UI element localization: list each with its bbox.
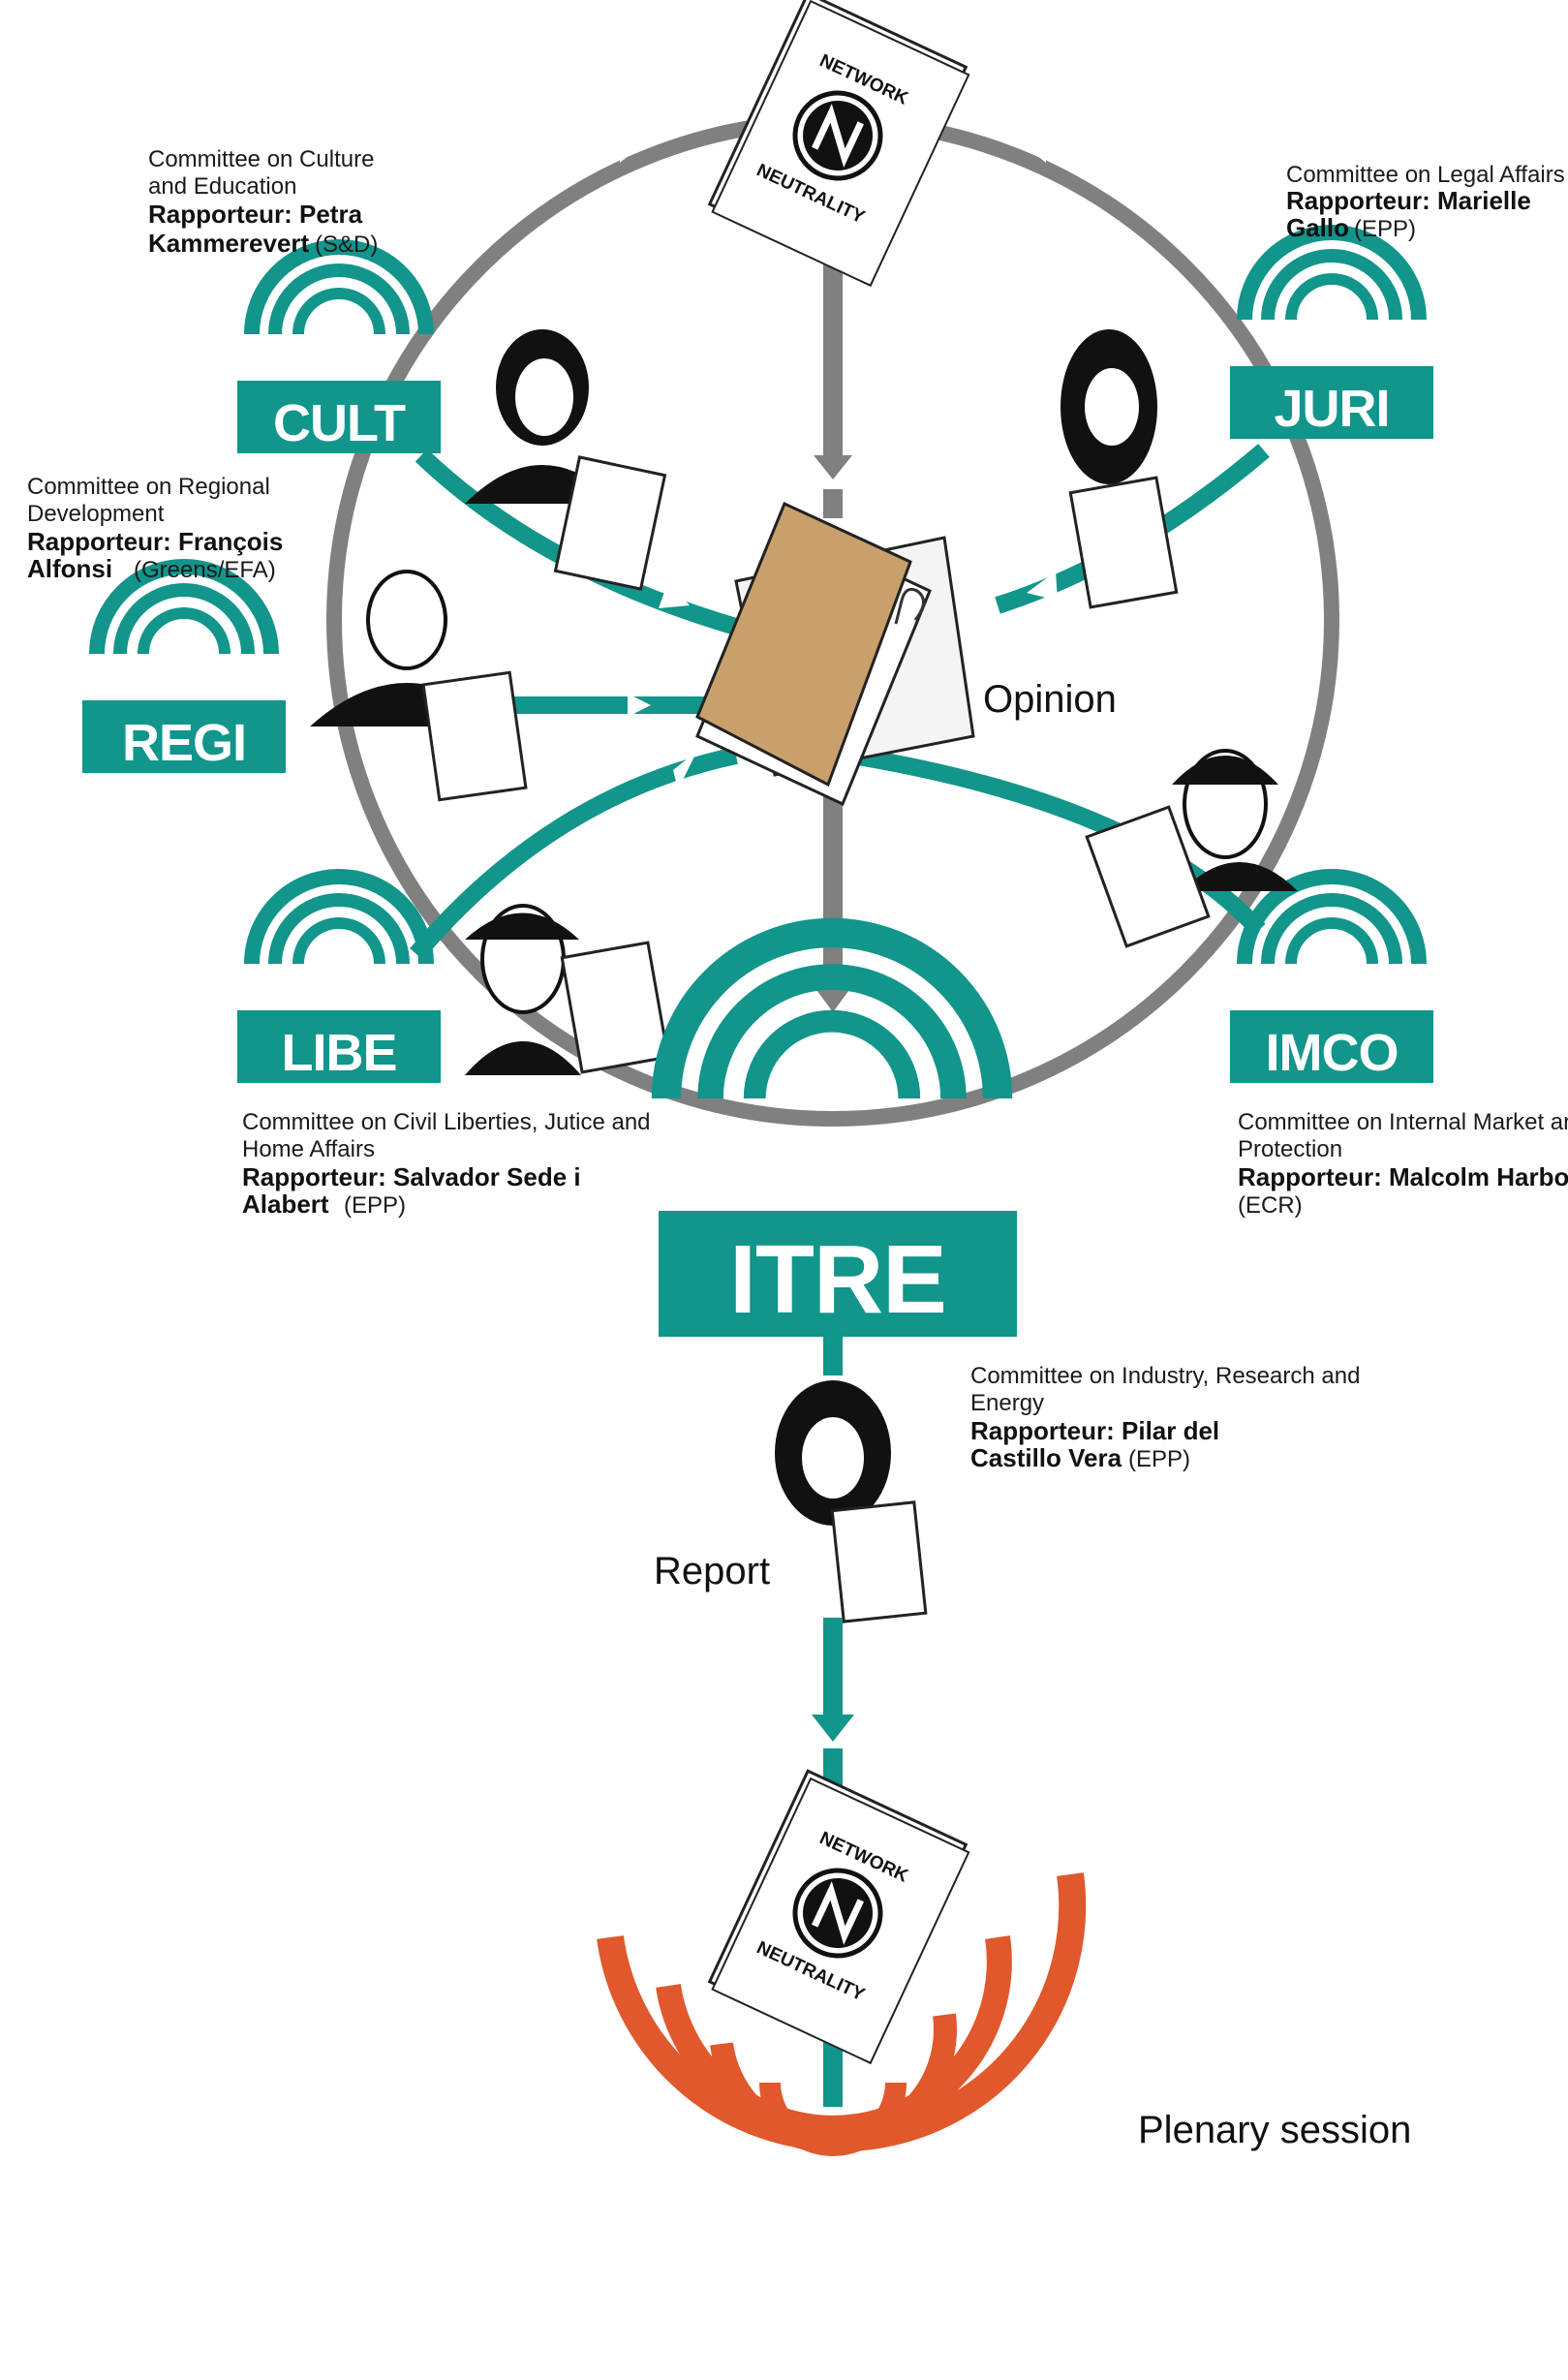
ring-arrowheads: [620, 124, 1046, 163]
regi-party: (Greens/EFA): [134, 557, 276, 583]
plenary-label: Plenary session: [1138, 2109, 1411, 2151]
itre-rapporteur-line1: Rapporteur: Pilar del: [970, 1416, 1219, 1445]
bottom-document: NETWORK NEUTRALITY: [707, 1769, 970, 2065]
portrait-juri: [1061, 329, 1157, 484]
libe-tag: LIBE: [281, 1024, 396, 1082]
portrait-imco: [1172, 749, 1298, 891]
itre-name-line2: Energy: [970, 1390, 1044, 1416]
report-label: Report: [654, 1550, 770, 1592]
cult-tag: CULT: [273, 394, 406, 452]
imco-party: (ECR): [1238, 1192, 1303, 1219]
network-emblem-icon: [792, 1868, 883, 1959]
regi-name-line2: Development: [27, 501, 165, 527]
top-document: NETWORK NEUTRALITY: [707, 0, 970, 288]
itre-party: (EPP): [1128, 1446, 1190, 1472]
committee-juri: JURI Committee on Legal Affairs Rapporte…: [1230, 162, 1565, 439]
cult-rapporteur-line2: Kammerevert: [148, 229, 310, 258]
libe-name-line2: Home Affairs: [242, 1136, 375, 1162]
opinion-folder: [695, 501, 975, 807]
imco-name-line1: Committee on Internal Market and Consume…: [1238, 1109, 1568, 1135]
network-emblem-icon: [792, 90, 883, 181]
juri-rapporteur-line2: Gallo: [1286, 213, 1349, 242]
regi-rapporteur-line1: Rapporteur: François: [27, 527, 283, 556]
libe-rapporteur-line1: Rapporteur: Salvador Sede i: [242, 1162, 581, 1191]
juri-rapporteur-line1: Rapporteur: Marielle: [1286, 186, 1531, 215]
committee-libe: LIBE Committee on Civil Liberties, Jutic…: [237, 877, 651, 1219]
portrait-libe: [465, 904, 581, 1075]
itre-name-line1: Committee on Industry, Research and: [970, 1363, 1360, 1389]
cult-party: (S&D): [315, 232, 378, 258]
regi-tag: REGI: [122, 714, 246, 772]
opinion-flow-arrowheads: [628, 572, 1058, 789]
cult-name-line1: Committee on Culture: [148, 146, 374, 172]
regi-rapporteur-line2: Alfonsi: [27, 554, 112, 583]
rapporteur-portraits: [310, 329, 1298, 1526]
cult-rapporteur-line1: Rapporteur: Petra: [148, 200, 363, 229]
itre-tag: ITRE: [729, 1225, 946, 1334]
imco-tag: IMCO: [1266, 1024, 1399, 1082]
committee-cult: CULT Committee on Culture and Education …: [148, 146, 441, 453]
cult-name-line2: and Education: [148, 173, 296, 200]
libe-name-line1: Committee on Civil Liberties, Jutice and: [242, 1109, 651, 1135]
report-flow: [812, 1337, 854, 2107]
committee-regi: REGI Committee on Regional Development R…: [27, 474, 286, 773]
portrait-itre: [775, 1380, 891, 1526]
opinion-label: Opinion: [983, 678, 1117, 721]
committee-imco: IMCO Committee on Internal Market and Co…: [1230, 877, 1568, 1219]
juri-tag: JURI: [1274, 380, 1389, 438]
regi-name-line1: Committee on Regional: [27, 474, 270, 500]
juri-name-line1: Committee on Legal Affairs: [1286, 162, 1565, 188]
libe-rapporteur-line2: Alabert: [242, 1190, 329, 1219]
juri-party: (EPP): [1354, 216, 1416, 242]
plenary-rings: [597, 1872, 1087, 2156]
imco-name-line2: Protection: [1238, 1136, 1342, 1162]
itre-rapporteur-line2: Castillo Vera: [970, 1443, 1122, 1472]
imco-rapporteur-line1: Rapporteur: Malcolm Harbour: [1238, 1162, 1568, 1191]
committee-itre: ITRE Committee on Industry, Research and…: [659, 933, 1360, 1472]
mini-documents: [421, 455, 1211, 1623]
libe-party: (EPP): [344, 1192, 406, 1219]
